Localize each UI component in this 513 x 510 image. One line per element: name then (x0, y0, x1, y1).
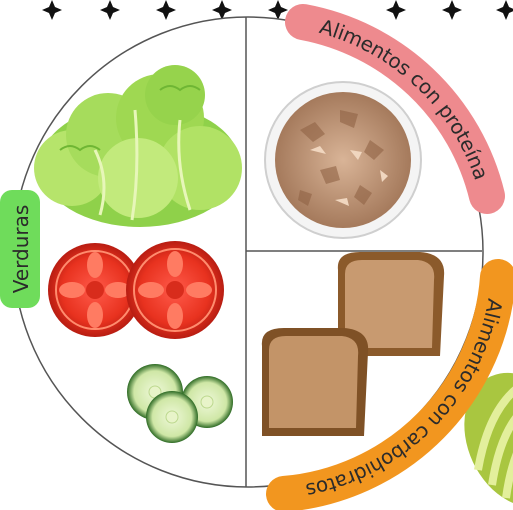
bread-slice-icon (262, 328, 368, 436)
sparkle-row (42, 0, 513, 20)
sparkle-icon (268, 0, 288, 20)
tuna-bowl-icon (265, 82, 421, 238)
cucumber-slice-icon (146, 391, 198, 443)
sparkle-icon (212, 0, 232, 20)
tomato-slice-icon (126, 241, 224, 339)
sparkle-icon (42, 0, 62, 20)
sparkle-icon (386, 0, 406, 20)
sparkle-icon (442, 0, 462, 20)
vegetables-label-pill: Verduras (0, 190, 40, 308)
sparkle-icon (156, 0, 176, 20)
sparkle-icon (100, 0, 120, 20)
sparkle-icon (496, 0, 513, 20)
vegetables-label: Verduras (9, 205, 33, 294)
